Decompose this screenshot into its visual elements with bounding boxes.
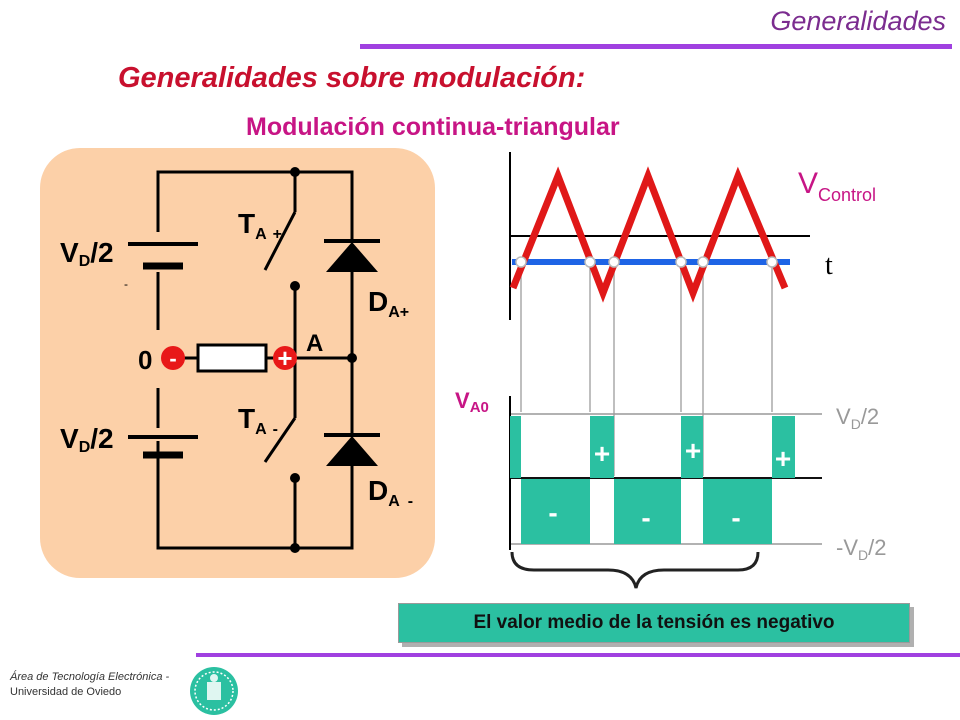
node-a-label: A: [306, 330, 323, 357]
high-level-label: VD/2: [836, 404, 879, 432]
switch-ta-plus-label: TA+: [238, 208, 282, 243]
diode-da-minus: [324, 433, 380, 466]
upper-source-label: VD/2: [60, 237, 114, 270]
diode-da-minus-label: DA-: [368, 475, 413, 510]
page-title: Generalidades sobre modulación:: [118, 62, 586, 94]
triangular-carrier: [509, 166, 789, 303]
university-logo-icon: [190, 667, 238, 715]
plus-sign: +: [277, 343, 292, 373]
diode-da-plus-label: DA+: [368, 286, 409, 321]
upper-source-minus: -: [124, 277, 128, 291]
intersection-markers: [515, 256, 778, 268]
pulse-sign-plus-1: +: [594, 438, 610, 469]
footer-credit: Área de Tecnología Electrónica - Univers…: [10, 670, 169, 700]
load-plus-marker: [273, 346, 297, 370]
time-label: t: [825, 250, 833, 281]
switch-ta-minus: [263, 417, 297, 463]
averaging-brace: [510, 551, 760, 589]
node-zero-label: 0: [138, 345, 152, 375]
diode-da-plus: [324, 239, 380, 272]
switch-ta-minus-label: TA-: [238, 403, 278, 438]
pulse-sign-minus-3: -: [731, 502, 740, 533]
load-resistor: [196, 343, 268, 373]
pulse-sign-plus-2: +: [685, 435, 701, 466]
lower-source-label: VD/2: [60, 423, 114, 456]
load-minus-marker: [161, 346, 185, 370]
low-level-label: -VD/2: [836, 535, 886, 563]
switching-instant-lines: [520, 262, 773, 476]
switch-ta-plus: [263, 211, 297, 271]
page-subtitle: Modulación continua-triangular: [246, 113, 620, 141]
output-voltage-label: VA0: [455, 388, 489, 416]
pulse-sign-minus-1: -: [548, 497, 557, 528]
section-title: Generalidades: [770, 6, 946, 36]
pulse-sign-minus-2: -: [641, 502, 650, 533]
footer-line-2: Universidad de Oviedo: [10, 686, 122, 698]
footer-rule: [196, 653, 960, 657]
output-pulses: [510, 416, 795, 544]
upper-dc-source: [128, 242, 198, 270]
circuit-nodes: [290, 167, 357, 553]
control-signal-label: VControl: [798, 167, 876, 205]
modulation-waveforms: + + + - - - VControl t VA0 VD/2 -VD/2: [455, 152, 886, 589]
footer-line-1: Área de Tecnología Electrónica -: [10, 671, 170, 683]
pulse-sign-plus-3: +: [775, 443, 791, 474]
inverter-leg-circuit: - + VD/2 - VD/2 0 A TA+ TA- DA+ DA-: [40, 148, 435, 578]
header-rule: [360, 44, 952, 49]
lower-dc-source: [128, 435, 198, 459]
average-voltage-note: El valor medio de la tensión es negativo: [398, 603, 910, 643]
minus-sign: -: [169, 346, 176, 371]
